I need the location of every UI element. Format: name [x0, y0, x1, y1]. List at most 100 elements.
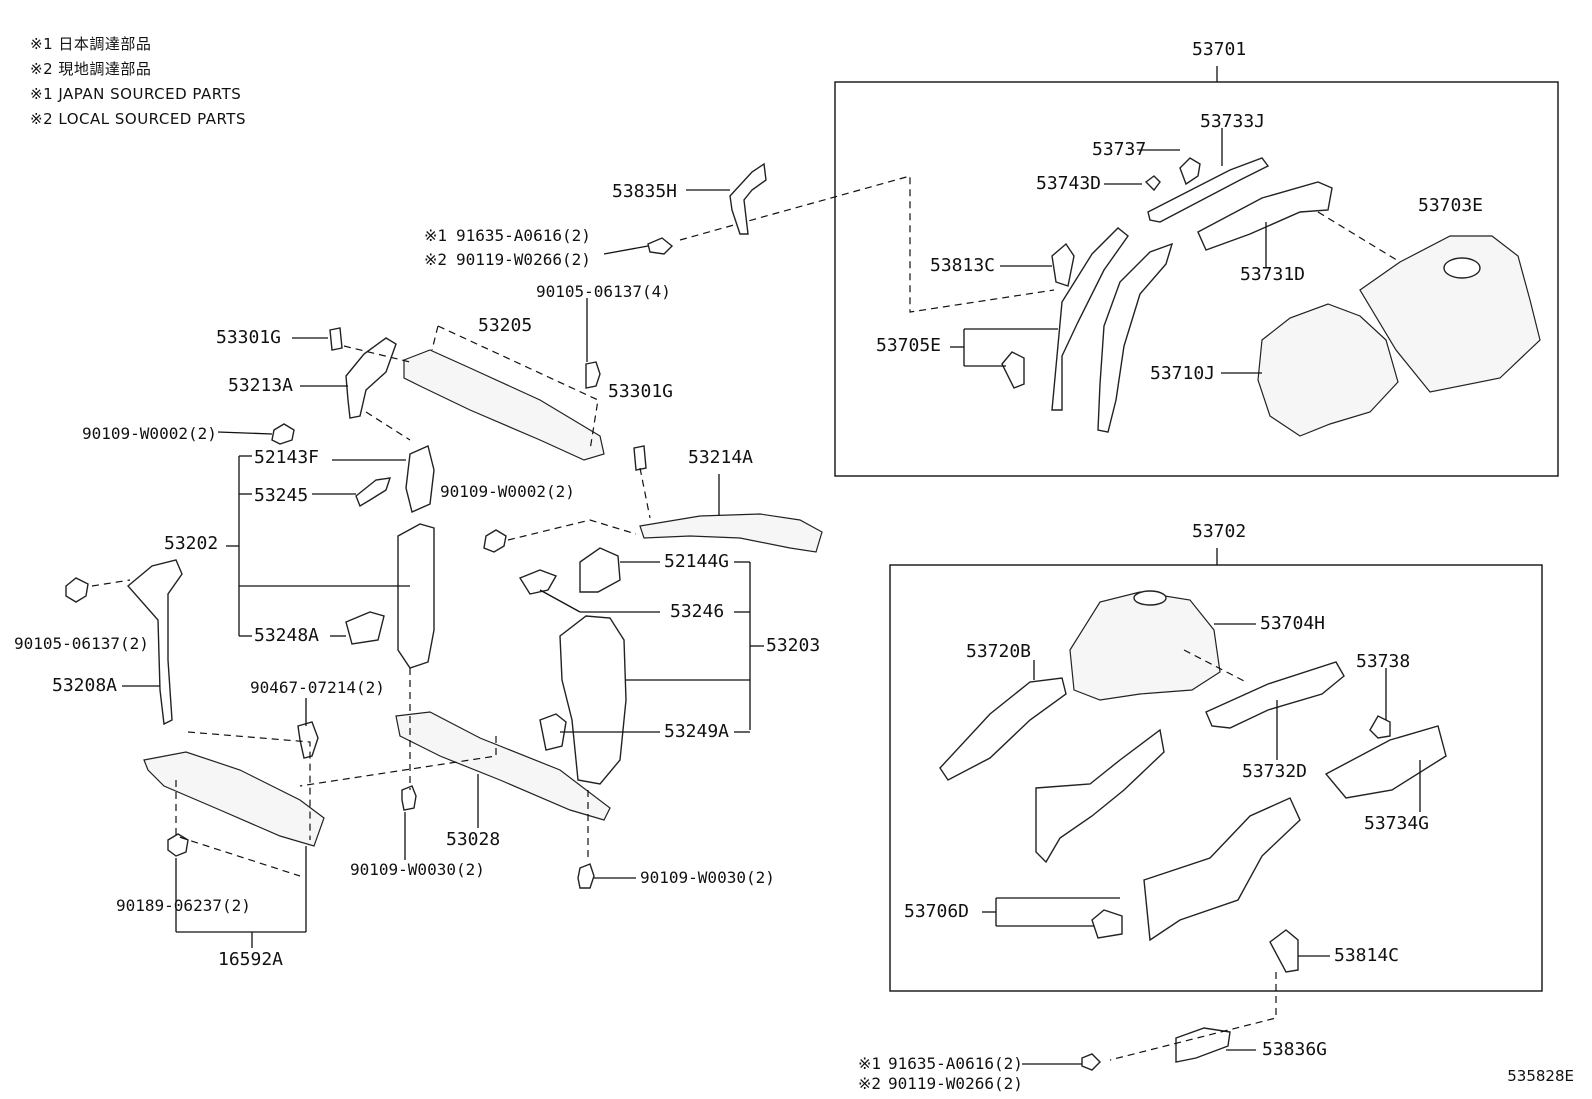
label-53214A: 53214A [688, 447, 754, 468]
label-53208A: 53208A [52, 675, 118, 696]
part-53813C [1051, 242, 1075, 287]
label-53301G-b: 53301G [608, 381, 674, 402]
part-53743D [1144, 175, 1161, 192]
part-53705E-b [1001, 351, 1025, 389]
part-53734G [1324, 725, 1447, 799]
bolt-53836G [1081, 1053, 1101, 1071]
part-53705E-c [1097, 242, 1174, 433]
mark-2-a: ※2 [424, 250, 448, 269]
part-53213A [345, 337, 397, 419]
part-53706D-a [1035, 728, 1165, 864]
part-53720B [939, 677, 1067, 781]
label-53245: 53245 [254, 485, 309, 506]
part-53731D [1197, 181, 1333, 251]
label-90119-W0266-a: 90119-W0266(2) [456, 250, 591, 269]
note-3: ※1 JAPAN SOURCED PARTS [30, 85, 242, 103]
group-53702-box [889, 564, 1543, 992]
part-53706D-b [1143, 797, 1301, 942]
part-53205 [403, 349, 605, 461]
label-53836G: 53836G [1262, 1039, 1328, 1060]
part-53248A [345, 611, 385, 645]
bolt-90109-W0002-a [271, 423, 295, 445]
part-52143F [405, 445, 435, 513]
part-53836G [1175, 1027, 1231, 1063]
diagram-ref-code: 535828E [1507, 1067, 1574, 1085]
label-90109-W0002-a: 90109-W0002(2) [82, 424, 217, 443]
label-53720B: 53720B [966, 641, 1032, 662]
label-53203: 53203 [766, 635, 821, 656]
part-53732D [1205, 661, 1345, 729]
note-2: ※2 現地調達部品 [30, 60, 152, 78]
label-52144G: 52144G [664, 551, 730, 572]
label-53734G: 53734G [1364, 813, 1430, 834]
label-53731D: 53731D [1240, 264, 1306, 285]
label-53737: 53737 [1092, 139, 1147, 160]
label-52143F: 52143F [254, 447, 320, 468]
label-53706D: 53706D [904, 901, 970, 922]
part-53202-a [397, 523, 435, 669]
label-53732D: 53732D [1242, 761, 1308, 782]
label-90109-W0030-a: 90109-W0030(2) [350, 860, 485, 879]
part-53733J [1147, 157, 1270, 223]
mark-1-a: ※1 [424, 226, 448, 245]
label-90189-06237: 90189-06237(2) [116, 896, 251, 915]
label-90119-W0266-b: 90119-W0266(2) [888, 1074, 1023, 1093]
note-1: ※1 日本調達部品 [30, 35, 152, 53]
label-91635-A0616-b: 91635-A0616(2) [888, 1054, 1023, 1073]
bolt-90109-W0030-b [577, 863, 595, 889]
label-91635-A0616-a: 91635-A0616(2) [456, 226, 591, 245]
clip-90189 [167, 833, 189, 857]
label-53733J: 53733J [1200, 111, 1266, 132]
part-53710J [1257, 303, 1399, 437]
label-90105-06137-4: 90105-06137(4) [536, 282, 671, 301]
part-53246 [518, 569, 558, 595]
label-53703E: 53703E [1418, 195, 1484, 216]
bolt-53835H [647, 237, 674, 255]
label-16592A: 16592A [218, 949, 284, 970]
part-53738 [1369, 715, 1391, 739]
label-53705E: 53705E [876, 335, 942, 356]
label-90109-W0030-b: 90109-W0030(2) [640, 868, 775, 887]
part-53301G-b [633, 445, 647, 471]
bolt-90109-W0002-b [483, 529, 507, 553]
part-53245 [355, 477, 392, 508]
label-53738: 53738 [1356, 651, 1411, 672]
label-53028: 53028 [446, 829, 501, 850]
part-53203-a [559, 615, 627, 785]
part-53835H [729, 162, 767, 235]
group-53701-box [834, 81, 1559, 477]
part-53814C [1269, 929, 1299, 973]
part-53737 [1179, 157, 1201, 186]
label-90109-W0002-b: 90109-W0002(2) [440, 482, 575, 501]
bolt-90109-W0030-a [401, 785, 417, 811]
label-53704H: 53704H [1260, 613, 1326, 634]
bolt-90105-2 [65, 577, 89, 603]
label-53835H: 53835H [612, 181, 678, 202]
sourcing-notes: ※1 日本調達部品 ※2 現地調達部品 ※1 JAPAN SOURCED PAR… [30, 32, 246, 132]
group-label-53702: 53702 [1192, 521, 1247, 542]
part-53704H [1069, 591, 1221, 701]
part-53028 [395, 711, 611, 821]
label-53301G-a: 53301G [216, 327, 282, 348]
bolt-90105-4 [585, 361, 601, 389]
label-53743D: 53743D [1036, 173, 1102, 194]
label-53710J: 53710J [1150, 363, 1216, 384]
mark-2-b: ※2 [858, 1074, 882, 1093]
label-53205: 53205 [478, 315, 533, 336]
label-53248A: 53248A [254, 625, 320, 646]
label-53814C: 53814C [1334, 945, 1400, 966]
label-90467-07214: 90467-07214(2) [250, 678, 385, 697]
part-53301G-a [329, 327, 343, 351]
part-53249A [539, 713, 567, 751]
mark-1-b: ※1 [858, 1054, 882, 1073]
part-16592A [143, 751, 325, 847]
label-53202: 53202 [164, 533, 219, 554]
label-53813C: 53813C [930, 255, 996, 276]
label-53249A: 53249A [664, 721, 730, 742]
part-53208A [126, 559, 183, 726]
label-53246: 53246 [670, 601, 725, 622]
part-53705E-a [1051, 227, 1129, 411]
label-53213A: 53213A [228, 375, 294, 396]
part-53703E [1359, 235, 1541, 393]
